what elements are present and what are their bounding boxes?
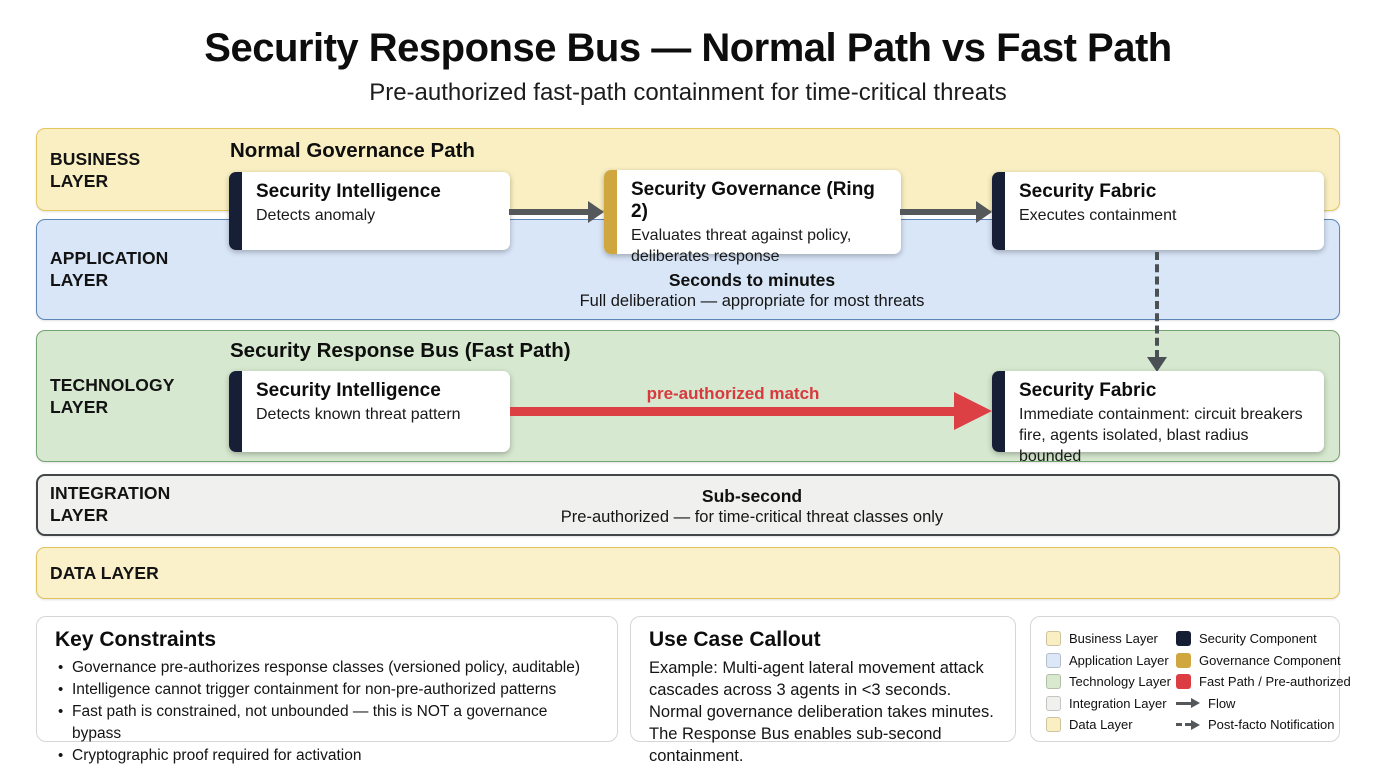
legend-item-integration-layer: Integration Layer xyxy=(1046,695,1171,711)
component-desc: Detects known threat pattern xyxy=(256,406,461,423)
fast-path-arrow-shaft xyxy=(510,407,956,416)
component-title: Security Fabric xyxy=(1019,380,1157,401)
use-case-panel: Use Case Callout Example: Multi-agent la… xyxy=(630,616,1016,765)
fast-path-arrow-label: pre-authorized match xyxy=(646,384,820,403)
legend-item-technology-layer: Technology Layer xyxy=(1046,674,1171,689)
list-item: Intelligence cannot trigger containment … xyxy=(55,679,599,701)
legend-item-post-facto: Post-facto Notification xyxy=(1176,717,1351,732)
security-component-swatch xyxy=(1176,631,1191,646)
normal-governance-path-header: Normal Governance Path xyxy=(230,139,475,162)
security-component-bar xyxy=(992,371,1005,452)
post-facto-arrow-head-icon xyxy=(1147,357,1167,372)
data-layer-swatch xyxy=(1046,717,1061,732)
security-intelligence-normal-box: Security Intelligence Detects anomaly xyxy=(229,172,510,250)
post-facto-dashed-line xyxy=(1155,252,1159,358)
list-item: Fast path is constrained, not unbounded … xyxy=(55,701,599,745)
governance-component-swatch xyxy=(1176,652,1191,668)
use-case-title: Use Case Callout xyxy=(649,628,821,651)
legend-item-business-layer: Business Layer xyxy=(1046,631,1171,646)
key-constraints-panel: Key Constraints Governance pre-authorize… xyxy=(36,616,618,767)
legend-item-governance-component: Governance Component xyxy=(1176,652,1351,668)
application-layer-label: APPLICATION LAYER xyxy=(50,248,169,291)
page-subtitle: Pre-authorized fast-path containment for… xyxy=(369,79,1007,106)
business-layer-label: BUSINESS LAYER xyxy=(50,149,141,192)
technology-layer-label: TECHNOLOGY LAYER xyxy=(50,375,175,418)
component-title: Security Intelligence xyxy=(256,380,441,401)
normal-timing-detail: Full deliberation — appropriate for most… xyxy=(579,292,925,310)
legend-item-data-layer: Data Layer xyxy=(1046,717,1171,732)
legend-panel: Business Layer Application Layer Technol… xyxy=(1030,616,1351,742)
list-item: Governance pre-authorizes response class… xyxy=(55,657,599,679)
list-item: Cryptographic proof required for activat… xyxy=(55,745,599,767)
flow-arrow-icon xyxy=(1176,698,1200,708)
component-desc: Immediate containment: circuit breakers … xyxy=(1019,406,1303,465)
flow-arrow-shaft xyxy=(509,209,590,215)
component-title: Security Intelligence xyxy=(256,181,441,202)
security-governance-box: Security Governance (Ring 2) Evaluates t… xyxy=(604,170,901,265)
security-fabric-fast-box: Security Fabric Immediate containment: c… xyxy=(992,371,1324,465)
business-layer-swatch xyxy=(1046,631,1061,646)
component-desc: Executes containment xyxy=(1019,207,1177,224)
normal-timing-headline: Seconds to minutes xyxy=(668,270,836,290)
data-layer-band xyxy=(36,547,1340,599)
application-layer-swatch xyxy=(1046,652,1061,668)
use-case-text: Example: Multi-agent lateral movement at… xyxy=(649,659,994,765)
component-title: Security Governance (Ring 2) xyxy=(631,179,875,222)
fast-timing-detail: Pre-authorized — for time-critical threa… xyxy=(560,508,944,526)
page-title: Security Response Bus — Normal Path vs F… xyxy=(204,26,1172,70)
integration-layer-label: INTEGRATION LAYER xyxy=(50,483,171,526)
legend-item-fast-path: Fast Path / Pre-authorized xyxy=(1176,674,1351,689)
fast-timing-headline: Sub-second xyxy=(701,486,803,506)
legend-item-application-layer: Application Layer xyxy=(1046,652,1171,668)
integration-layer-band xyxy=(36,474,1340,536)
fast-path-arrow-head-icon xyxy=(954,392,992,430)
key-constraints-title: Key Constraints xyxy=(55,628,217,651)
security-component-bar xyxy=(992,172,1005,250)
fast-path-header: Security Response Bus (Fast Path) xyxy=(230,339,571,362)
legend-item-security-component: Security Component xyxy=(1176,631,1351,646)
legend-layer-column: Business Layer Application Layer Technol… xyxy=(1046,631,1171,732)
security-component-bar xyxy=(229,371,242,452)
flow-arrow-head-icon xyxy=(976,201,992,223)
security-component-bar xyxy=(229,172,242,250)
flow-arrow-shaft xyxy=(900,209,978,215)
legend-component-column: Security Component Governance Component … xyxy=(1176,631,1351,732)
post-facto-arrow-icon xyxy=(1176,719,1200,730)
component-desc: Evaluates threat against policy, deliber… xyxy=(631,227,852,265)
component-desc: Detects anomaly xyxy=(256,207,376,224)
governance-component-bar xyxy=(604,170,617,254)
legend-item-flow: Flow xyxy=(1176,696,1351,711)
key-constraints-list: Governance pre-authorizes response class… xyxy=(55,657,599,767)
flow-arrow-head-icon xyxy=(588,201,604,223)
data-layer-label: DATA LAYER xyxy=(50,563,159,583)
component-title: Security Fabric xyxy=(1019,181,1157,202)
technology-layer-swatch xyxy=(1046,674,1061,689)
security-fabric-normal-box: Security Fabric Executes containment xyxy=(992,172,1324,250)
integration-layer-swatch xyxy=(1046,695,1061,711)
security-intelligence-fast-box: Security Intelligence Detects known thre… xyxy=(229,371,510,452)
fast-path-swatch xyxy=(1176,674,1191,689)
